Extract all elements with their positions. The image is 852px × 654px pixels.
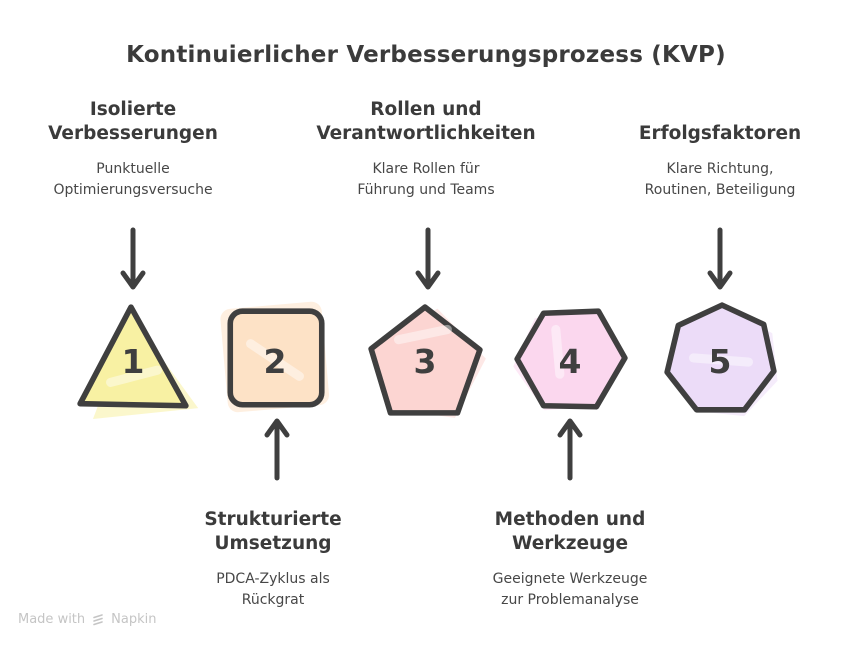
label-heading: Isolierte Verbesserungen xyxy=(48,98,218,144)
brand-name: Napkin xyxy=(111,612,157,627)
napkin-logo-icon xyxy=(93,613,103,625)
label-subtext: PDCA-Zyklus als Rückgrat xyxy=(216,571,330,608)
shape-outline xyxy=(227,308,325,408)
arrow-up-icon xyxy=(264,418,290,481)
label-group-strukturierte-umsetzung: Strukturierte Umsetzung PDCA-Zyklus als … xyxy=(143,506,403,611)
label-heading: Strukturierte Umsetzung xyxy=(204,508,342,554)
step-shape-heptagon: 5 xyxy=(659,299,781,421)
label-subtext: Klare Rollen für Führung und Teams xyxy=(357,161,495,198)
arrow-down-icon xyxy=(120,227,146,290)
step-number: 3 xyxy=(413,341,437,381)
label-heading: Methoden und Werkzeuge xyxy=(494,508,646,554)
step-shape-hexagon: 4 xyxy=(509,299,631,421)
shape-outline xyxy=(664,302,777,413)
footer-credit: Made with Napkin xyxy=(18,612,156,627)
step-number: 5 xyxy=(708,341,732,381)
step-shape-square: 2 xyxy=(214,299,336,421)
diagram-title: Kontinuierlicher Verbesserungsprozess (K… xyxy=(126,42,726,68)
step-shape-triangle: 1 xyxy=(72,299,199,421)
shape-outline xyxy=(368,304,483,416)
step-shape-pentagon: 3 xyxy=(364,299,486,421)
shape-outline xyxy=(514,308,628,410)
step-number: 4 xyxy=(558,341,582,381)
label-group-rollen-verantwortlichkeiten: Rollen und Verantwortlichkeiten Klare Ro… xyxy=(296,96,556,201)
label-subtext: Geeignete Werkzeuge zur Problemanalyse xyxy=(492,571,648,608)
made-with-text: Made with xyxy=(18,612,86,627)
step-number: 1 xyxy=(121,341,145,381)
label-group-methoden-werkzeuge: Methoden und Werkzeuge Geeignete Werkzeu… xyxy=(440,506,700,611)
label-heading: Erfolgsfaktoren xyxy=(638,122,802,144)
label-subtext: Punktuelle Optimierungsversuche xyxy=(53,161,213,198)
arrow-down-icon xyxy=(707,227,733,290)
label-group-isolierte-verbesserungen: Isolierte Verbesserungen Punktuelle Opti… xyxy=(3,96,263,201)
label-subtext: Klare Richtung, Routinen, Beteiligung xyxy=(644,161,796,198)
shape-outline xyxy=(77,304,189,409)
label-heading: Rollen und Verantwortlichkeiten xyxy=(316,98,536,144)
step-number: 2 xyxy=(263,341,287,381)
arrow-down-icon xyxy=(415,227,441,290)
label-group-erfolgsfaktoren: Erfolgsfaktoren Klare Richtung, Routinen… xyxy=(590,96,850,201)
arrow-up-icon xyxy=(557,418,583,481)
